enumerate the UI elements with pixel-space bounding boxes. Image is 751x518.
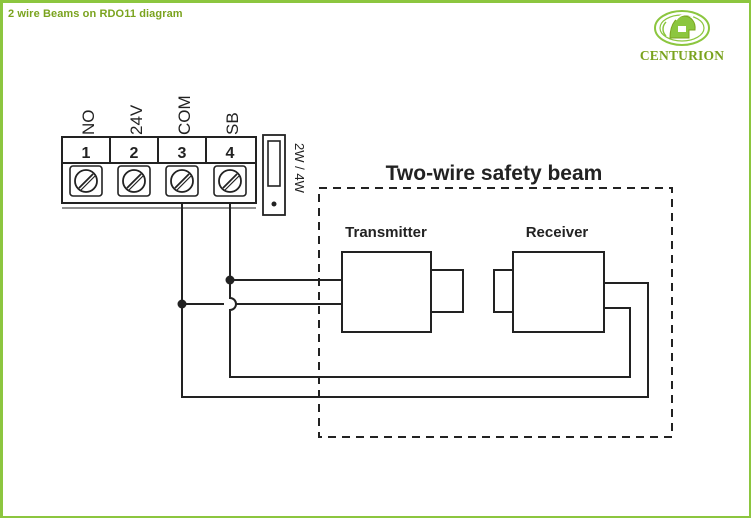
helmet-emblem-icon [654,10,710,46]
receiver-unit [493,251,605,333]
wire-sb [229,203,342,281]
terminal-number-1: 1 [82,145,91,162]
brand-name: CENTURION [639,48,725,63]
terminal-screws [69,165,247,197]
screw-icon [117,165,151,197]
terminal-numbers: 1 2 3 4 [82,145,235,162]
junction-dot [225,275,235,285]
safety-beam-box [318,187,673,438]
jumper-selector: 2W / 4W [262,134,307,216]
terminal-label-no: NO [79,110,98,136]
wire-sb-loop [229,280,631,378]
junction-dot [177,299,187,309]
terminal-number-2: 2 [130,145,139,162]
page-title: 2 wire Beams on RDO11 diagram [8,8,183,20]
terminal-number-3: 3 [178,145,187,162]
jumper-label: 2W / 4W [292,143,307,194]
centurion-logo: CENTURION [626,8,738,66]
screw-icon [69,165,103,197]
safety-beam-title: Two-wire safety beam [386,162,603,185]
terminal-label-24v: 24V [127,104,146,135]
terminal-labels: NO 24V COM SB [79,95,242,135]
terminal-number-4: 4 [226,145,235,162]
screw-icon [213,165,247,197]
screw-icon [165,165,199,197]
receiver-label: Receiver [526,224,589,241]
terminal-label-com: COM [175,95,194,135]
transmitter-unit [341,251,464,333]
transmitter-label: Transmitter [345,224,427,241]
terminal-block [61,136,257,209]
terminal-label-sb: SB [223,112,242,135]
wire-com-loop [181,282,649,398]
